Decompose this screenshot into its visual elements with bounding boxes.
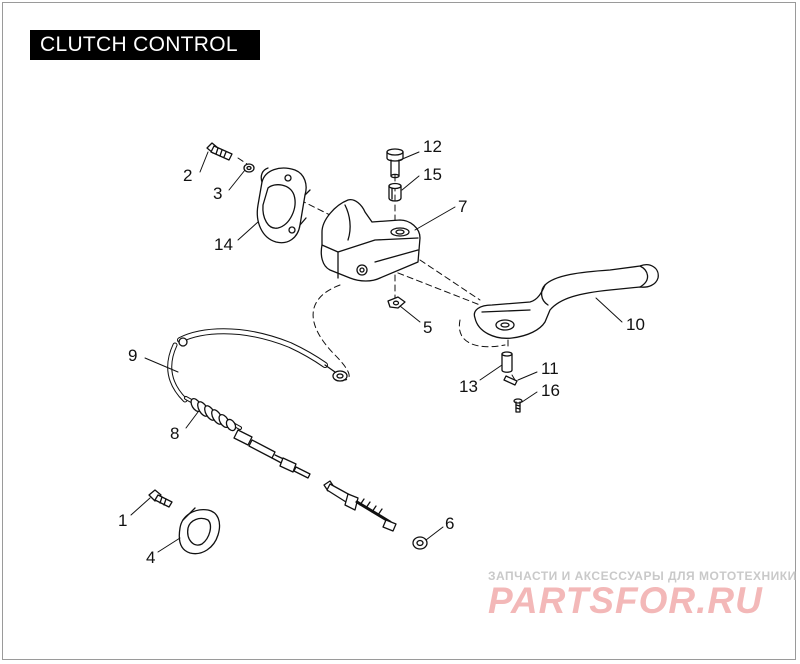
part-14-clamp bbox=[256, 167, 311, 244]
callout-6: 6 bbox=[445, 514, 454, 533]
callout-14: 14 bbox=[214, 235, 233, 254]
callout-1: 1 bbox=[118, 511, 127, 530]
callout-4: 4 bbox=[146, 548, 155, 567]
part-13-pin bbox=[501, 351, 513, 373]
callout-12: 12 bbox=[423, 137, 442, 156]
watermark-caption: ЗАПЧАСТИ И АКСЕССУАРЫ ДЛЯ МОТОТЕХНИКИ bbox=[488, 569, 797, 583]
part-9-wire bbox=[167, 328, 348, 403]
callout-7: 7 bbox=[458, 197, 467, 216]
part-3-washer bbox=[243, 163, 255, 173]
callout-13: 13 bbox=[459, 377, 478, 396]
watermark-logo: PARTSFOR.RU bbox=[488, 580, 763, 621]
callout-11: 11 bbox=[541, 359, 559, 378]
callout-8: 8 bbox=[170, 424, 179, 443]
callout-15: 15 bbox=[423, 165, 442, 184]
callout-10: 10 bbox=[626, 315, 645, 334]
part-8-cable bbox=[184, 396, 311, 479]
part-1-screw bbox=[148, 489, 173, 508]
part-7-bracket bbox=[320, 199, 421, 282]
diagram-title: CLUTCH CONTROL bbox=[30, 30, 260, 60]
part-10-lever bbox=[473, 264, 659, 339]
part-12-pin bbox=[386, 148, 404, 179]
part-11-pin bbox=[503, 375, 518, 386]
part-2-screw bbox=[206, 142, 233, 161]
part-16-screw bbox=[513, 398, 523, 413]
part-8-cable-end bbox=[323, 480, 397, 532]
part-15-bushing bbox=[388, 182, 402, 202]
part-4-cable-clip bbox=[178, 507, 221, 555]
callout-leaders bbox=[130, 151, 623, 553]
part-5-clip bbox=[387, 296, 406, 309]
callout-3: 3 bbox=[213, 184, 222, 203]
callout-labels: 2 3 14 12 15 7 5 10 11 13 16 9 8 1 4 6 bbox=[118, 137, 645, 567]
callout-5: 5 bbox=[423, 318, 432, 337]
callout-2: 2 bbox=[183, 166, 192, 185]
part-6-nut bbox=[412, 536, 428, 550]
callout-9: 9 bbox=[128, 346, 137, 365]
callout-16: 16 bbox=[541, 381, 560, 400]
